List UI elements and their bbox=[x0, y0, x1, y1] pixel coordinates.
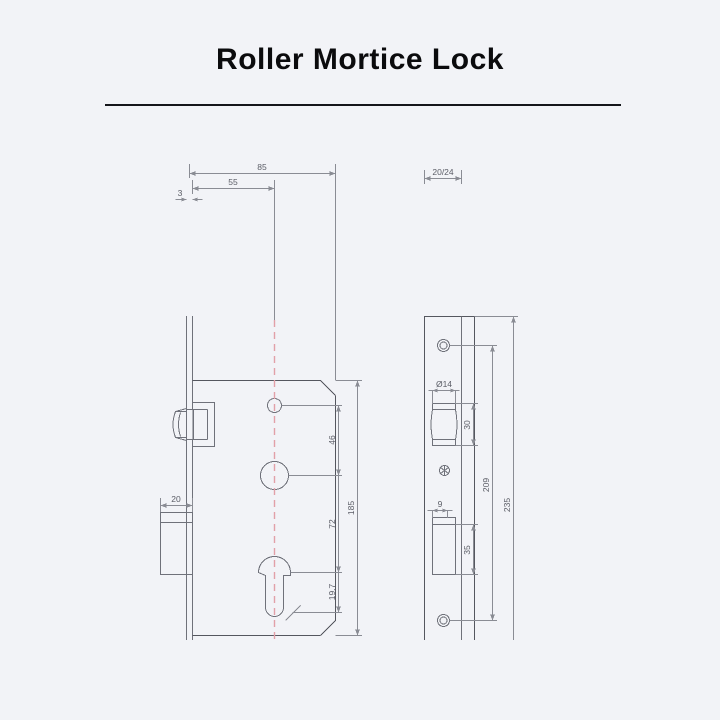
dim-19-7: 19.7 bbox=[327, 583, 337, 600]
screw-hole-lower-mid-inner bbox=[439, 616, 448, 625]
dim-85: 85 bbox=[257, 162, 267, 172]
roller-latch bbox=[172, 402, 215, 447]
front-view-dimensions bbox=[424, 170, 518, 640]
screw-hole-top bbox=[437, 339, 450, 352]
dim-2024: 20/24 bbox=[432, 167, 454, 177]
dim-3: 3 bbox=[178, 188, 183, 198]
dim-35: 35 bbox=[462, 545, 472, 555]
roller-aperture bbox=[430, 403, 458, 446]
dim-46: 46 bbox=[327, 435, 337, 445]
dim-72: 72 bbox=[327, 519, 337, 529]
title-block: Roller Mortice Lock bbox=[0, 42, 720, 78]
dim-9: 9 bbox=[438, 499, 443, 509]
dim-185: 185 bbox=[346, 501, 356, 515]
deadbolt-slot bbox=[432, 517, 456, 575]
dim-209: 209 bbox=[481, 478, 491, 492]
screw-hole-lower-mid bbox=[437, 614, 450, 627]
screw-hole-top-inner bbox=[439, 341, 448, 350]
side-view-dimensions bbox=[160, 164, 362, 636]
dim-20: 20 bbox=[171, 494, 181, 504]
dim-30: 30 bbox=[462, 420, 472, 430]
faceplate-outline bbox=[424, 316, 475, 640]
deadbolt-block bbox=[160, 512, 193, 575]
side-view-dimension-labels: 85 55 3 20 185 46 72 19.7 bbox=[171, 162, 356, 600]
front-view bbox=[424, 316, 475, 640]
dim-d14: Ø14 bbox=[436, 379, 452, 389]
euro-profile-cylinder-cutout bbox=[257, 556, 291, 617]
title-divider bbox=[105, 104, 621, 106]
lock-case-outline bbox=[192, 380, 336, 636]
page-title: Roller Mortice Lock bbox=[216, 43, 504, 76]
technical-drawing: 85 55 3 20 185 46 72 19.7 bbox=[0, 120, 720, 640]
front-view-dimension-labels: 20/24 Ø14 30 9 35 209 235 bbox=[432, 167, 512, 555]
side-view bbox=[160, 316, 336, 640]
dim-235: 235 bbox=[502, 498, 512, 512]
drawing-svg: 85 55 3 20 185 46 72 19.7 bbox=[160, 162, 518, 640]
faceplate-strip bbox=[186, 316, 193, 640]
dim-55: 55 bbox=[228, 177, 238, 187]
fastener-symbol bbox=[439, 465, 450, 476]
